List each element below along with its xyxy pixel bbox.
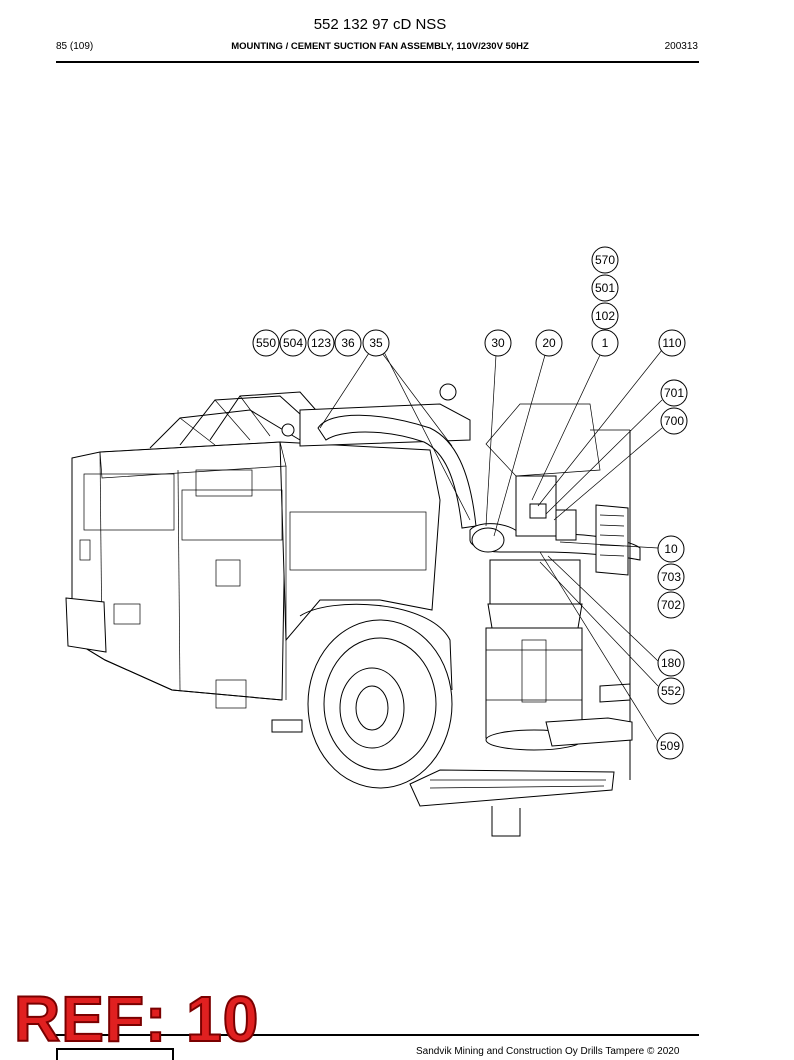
leader-lines [319, 349, 663, 743]
callout-1: 1 [591, 329, 619, 357]
svg-text:703: 703 [661, 570, 681, 584]
callout-703: 703 [657, 563, 685, 591]
svg-text:102: 102 [595, 309, 615, 323]
svg-text:1: 1 [602, 336, 609, 350]
footer-divider [56, 1034, 699, 1036]
footer-copyright: Sandvik Mining and Construction Oy Drill… [416, 1046, 680, 1057]
page-number: 85 (109) [56, 41, 94, 52]
svg-text:10: 10 [664, 542, 678, 556]
svg-text:35: 35 [369, 336, 383, 350]
svg-text:123: 123 [311, 336, 331, 350]
machine-body [65, 441, 441, 733]
fan-cylinder [469, 403, 641, 751]
callout-552: 552 [657, 677, 685, 705]
callout-501: 501 [591, 274, 619, 302]
wheel [299, 603, 453, 789]
callout-35: 35 [362, 329, 390, 357]
callout-550: 550 [252, 329, 280, 357]
callout-110: 110 [658, 329, 686, 357]
callout-504: 504 [279, 329, 307, 357]
callout-702: 702 [657, 591, 685, 619]
document-date: 200313 [664, 41, 698, 52]
callout-36: 36 [334, 329, 362, 357]
callout-10: 10 [657, 535, 685, 563]
reference-stamp: REF: 10 [13, 982, 260, 1056]
callout-180: 180 [657, 649, 685, 677]
svg-text:702: 702 [661, 598, 681, 612]
right-frame [409, 429, 633, 837]
brand-logo [56, 1048, 174, 1060]
header-divider [56, 61, 699, 63]
svg-text:701: 701 [664, 386, 684, 400]
part-callouts: 570 501 102 550 504 123 36 35 30 20 1 11… [252, 246, 688, 760]
callout-102: 102 [591, 302, 619, 330]
svg-text:180: 180 [661, 656, 681, 670]
callout-570: 570 [591, 246, 619, 274]
suction-hose [317, 414, 477, 529]
svg-text:501: 501 [595, 281, 615, 295]
svg-text:20: 20 [542, 336, 556, 350]
svg-text:504: 504 [283, 336, 303, 350]
callout-30: 30 [484, 329, 512, 357]
callout-20: 20 [535, 329, 563, 357]
page-title: MOUNTING / CEMENT SUCTION FAN ASSEMBLY, … [231, 41, 529, 52]
svg-text:700: 700 [664, 414, 684, 428]
callout-701: 701 [660, 379, 688, 407]
callout-123: 123 [307, 329, 335, 357]
callout-509: 509 [656, 732, 684, 760]
svg-text:36: 36 [341, 336, 355, 350]
svg-text:570: 570 [595, 253, 615, 267]
svg-text:552: 552 [661, 684, 681, 698]
document-number: 552 132 97 cD NSS [313, 16, 447, 33]
svg-text:110: 110 [662, 336, 681, 350]
callout-700: 700 [660, 407, 688, 435]
svg-text:30: 30 [491, 336, 505, 350]
svg-text:550: 550 [256, 336, 276, 350]
svg-text:509: 509 [660, 739, 680, 753]
